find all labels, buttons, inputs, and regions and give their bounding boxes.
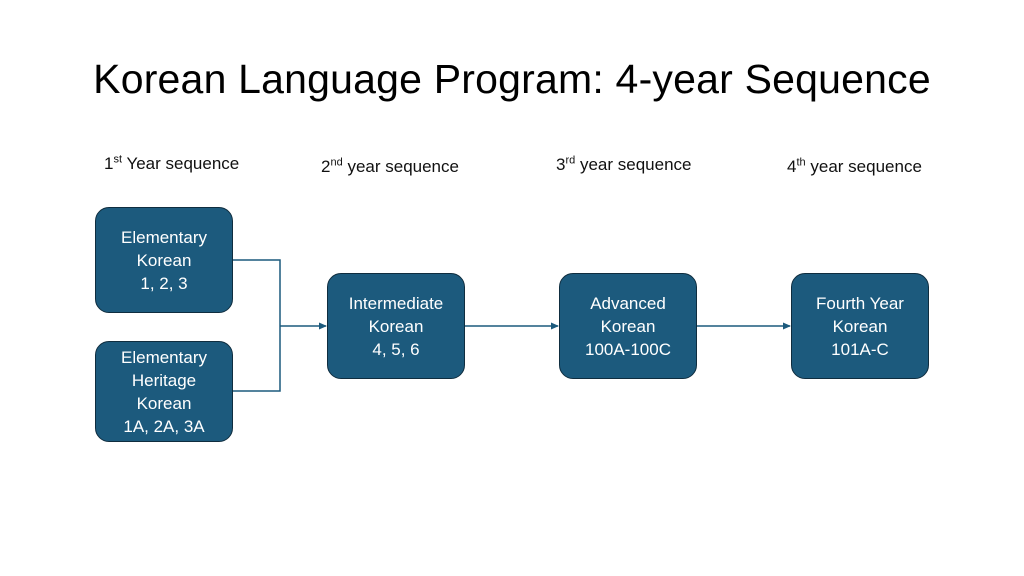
- year-label: year sequence: [575, 155, 692, 174]
- year-number: 2: [321, 157, 331, 176]
- column-header-year-1: 1st Year sequence: [104, 154, 239, 174]
- year-number: 1: [104, 154, 114, 173]
- course-box-intermediate-korean: Intermediate Korean 4, 5, 6: [327, 273, 465, 379]
- course-numbers: 100A-100C: [584, 339, 671, 359]
- course-name-line: Korean: [136, 393, 192, 413]
- year-number: 3: [556, 155, 566, 174]
- course-numbers: 1A, 2A, 3A: [123, 416, 205, 436]
- year-label: Year sequence: [122, 154, 240, 173]
- course-box-advanced-korean: Advanced Korean 100A-100C: [559, 273, 697, 379]
- course-name-line: Korean: [368, 316, 424, 336]
- course-name-line: Heritage: [131, 370, 197, 390]
- column-header-year-4: 4th year sequence: [787, 157, 922, 177]
- course-name-line: Elementary: [121, 227, 207, 247]
- course-box-elementary-korean: Elementary Korean 1, 2, 3: [95, 207, 233, 313]
- course-box-elementary-heritage-korean: Elementary Heritage Korean 1A, 2A, 3A: [95, 341, 233, 442]
- course-name-line: Elementary: [121, 347, 207, 367]
- year-label: year sequence: [805, 157, 922, 176]
- course-name-line: Korean: [136, 250, 192, 270]
- ordinal-suffix: nd: [330, 156, 343, 169]
- course-name-line: Advanced: [590, 293, 666, 313]
- course-box-fourth-year-korean: Fourth Year Korean 101A-C: [791, 273, 929, 379]
- ordinal-suffix: rd: [565, 154, 576, 167]
- course-name-line: Korean: [832, 316, 888, 336]
- course-name-line: Intermediate: [348, 293, 444, 313]
- column-header-year-2: 2nd year sequence: [321, 157, 459, 177]
- year-number: 4: [787, 157, 797, 176]
- course-numbers: 4, 5, 6: [372, 339, 420, 359]
- ordinal-suffix: th: [796, 156, 806, 169]
- connector-elementary-to-merge: [233, 259, 281, 326]
- column-header-year-3: 3rd year sequence: [556, 155, 692, 175]
- course-name-line: Korean: [600, 316, 656, 336]
- course-numbers: 101A-C: [831, 339, 889, 359]
- course-numbers: 1, 2, 3: [140, 273, 188, 293]
- year-label: year sequence: [342, 157, 459, 176]
- course-name-line: Fourth Year: [816, 293, 904, 313]
- connector-heritage-to-merge: [233, 326, 281, 392]
- ordinal-suffix: st: [113, 153, 123, 166]
- slide-title: Korean Language Program: 4-year Sequence: [93, 56, 931, 102]
